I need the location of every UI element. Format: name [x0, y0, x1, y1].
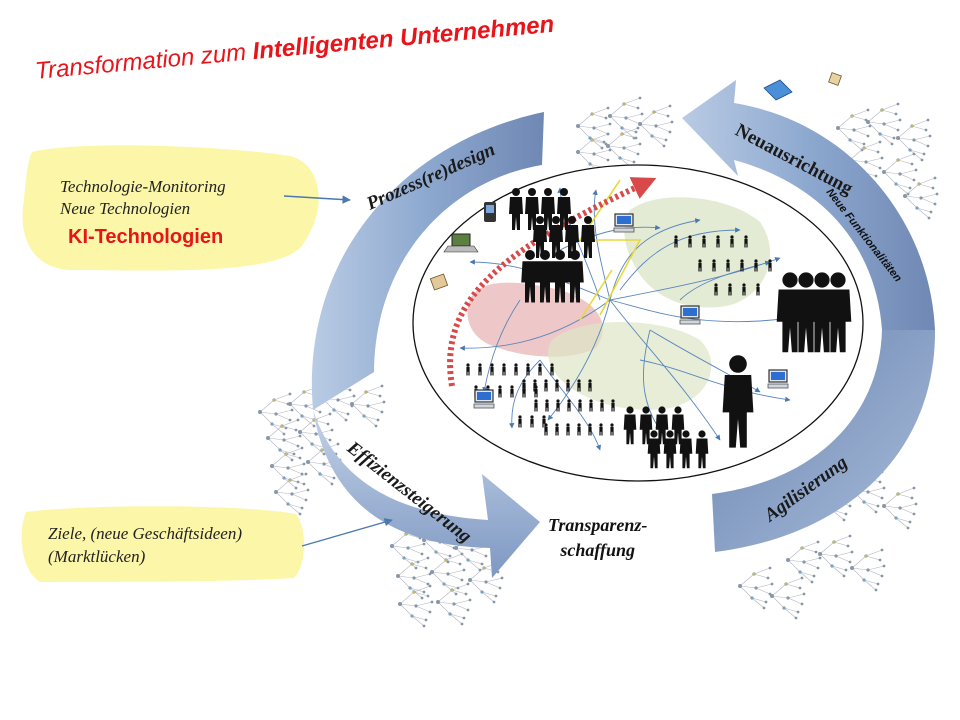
arrow-neuausrichtung — [682, 80, 935, 330]
note-ki-technologien: KI-Technologien — [68, 226, 224, 248]
laptop-icon — [443, 233, 479, 253]
center-line-2: schaffung — [560, 540, 636, 560]
note-technologie-monitoring: Technologie-Monitoring — [60, 177, 226, 196]
note-goals: Ziele, (neue Geschäftsideen) (Marktlücke… — [48, 522, 242, 568]
center-label-transparenz: Transparenz- schaffung — [548, 513, 647, 563]
note-marktluecken: (Marktlücken) — [48, 547, 146, 566]
book-icon — [763, 79, 793, 101]
note-arrow-bottom — [301, 518, 393, 547]
blob-green-top — [624, 197, 771, 308]
note-technology: Technologie-Monitoring Neue Technologien… — [60, 176, 226, 248]
center-line-1: Transparenz- — [548, 515, 648, 535]
note-blob-goals — [21, 506, 305, 582]
note-neue-technologien: Neue Technologien — [60, 199, 191, 218]
note-arrow-top — [283, 195, 351, 204]
red-dashed-arrow — [447, 177, 657, 387]
arrow-agilisierung — [712, 330, 936, 552]
scroll-icon — [828, 72, 842, 86]
highlight-lines — [578, 179, 642, 321]
arrow-effizienzsteigerung — [313, 410, 540, 578]
phone-icon — [484, 202, 496, 222]
document-icon — [429, 273, 449, 291]
note-ziele: Ziele, (neue Geschäftsideen) — [48, 524, 243, 543]
note-blob-technology — [22, 145, 319, 271]
arrow-prozess-redesign — [311, 112, 544, 410]
